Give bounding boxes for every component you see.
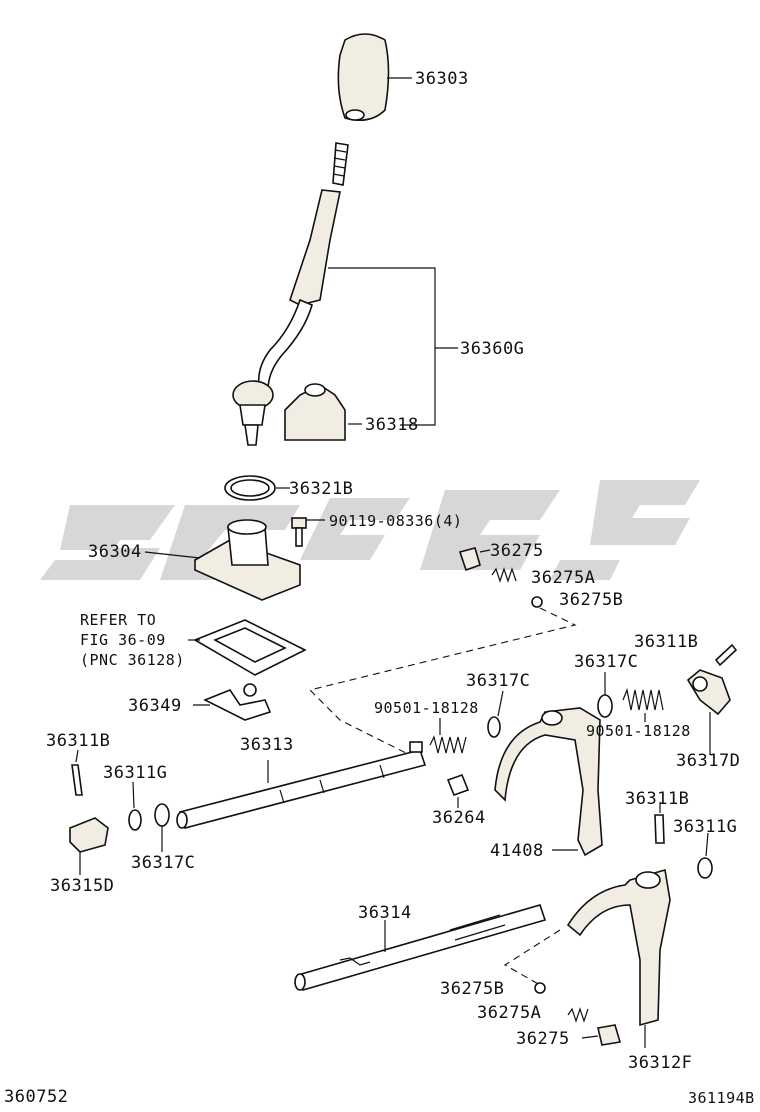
figure-code-left: 360752	[4, 1087, 68, 1107]
label-spring-top: 36275A	[531, 568, 595, 588]
bracket	[193, 683, 272, 721]
label-pin-left: 36311B	[46, 731, 110, 751]
label-head-right-upper: 36317C	[574, 652, 638, 672]
shift-knob	[337, 33, 412, 121]
guide-line-upper	[308, 607, 577, 761]
bolt	[291, 517, 325, 547]
shift-lever	[232, 142, 458, 446]
ball-bottom	[534, 982, 546, 994]
label-ball-top: 36275B	[559, 590, 623, 610]
label-shaft-lower: 36314	[358, 903, 412, 923]
label-interlock-pin: 36264	[432, 808, 486, 828]
shift-head-lower	[69, 817, 109, 875]
head-ring-right	[597, 672, 613, 718]
shift-fork-upper	[494, 707, 603, 857]
gasket	[188, 619, 307, 676]
figure-code-right: 361194B	[688, 1089, 755, 1107]
note-line-1: REFER TO	[80, 611, 156, 629]
label-pin-right-lower: 36311B	[625, 789, 689, 809]
note-line-2: FIG 36-09	[80, 631, 166, 649]
label-spring-left: 90501-18128	[374, 699, 479, 717]
note-line-3: (PNC 36128)	[80, 651, 185, 669]
guide-line-lower	[503, 929, 561, 986]
shift-boot	[284, 383, 362, 441]
head-ring-lower	[154, 803, 170, 852]
pin-right-lower	[654, 802, 665, 844]
watermark-logo	[40, 480, 700, 580]
label-snap-ring: 36321B	[289, 479, 353, 499]
label-plug-bottom: 36275	[516, 1029, 570, 1049]
label-lever-assy: 36360G	[460, 339, 524, 359]
shift-shaft-upper	[176, 741, 427, 829]
label-shaft-upper: 36313	[240, 735, 294, 755]
plug-bottom	[581, 1024, 622, 1046]
shift-shaft-lower	[294, 904, 547, 991]
label-fork-lower: 36312F	[628, 1053, 692, 1073]
label-ring-right: 36311G	[673, 817, 737, 837]
label-spring-right: 90501-18128	[586, 722, 691, 740]
snap-ring	[224, 475, 290, 501]
label-bracket: 36349	[128, 696, 182, 716]
label-knob: 36303	[415, 69, 469, 89]
spring-bottom	[567, 1007, 589, 1023]
shift-fork-lower	[566, 868, 671, 1048]
shift-head-right	[686, 669, 731, 755]
spring-top	[491, 567, 517, 583]
label-head-right: 36317D	[676, 751, 740, 771]
pin-right-top	[714, 643, 738, 667]
head-ring-upper-left	[487, 690, 504, 738]
label-fork-upper: 41408	[490, 841, 544, 861]
plug-top	[458, 547, 491, 572]
interlock-pin	[446, 773, 470, 808]
label-retainer: 36304	[88, 542, 142, 562]
label-boot: 36318	[365, 415, 419, 435]
label-head-lower-c: 36317C	[131, 853, 195, 873]
label-head-left-upper: 36317C	[466, 671, 530, 691]
pin-left	[71, 749, 83, 796]
label-plug-top: 36275	[490, 541, 544, 561]
label-spring-bottom: 36275A	[477, 1003, 541, 1023]
label-pin-right: 36311B	[634, 632, 698, 652]
label-head-lower: 36315D	[50, 876, 114, 896]
spring-left	[429, 718, 467, 754]
shift-retainer	[144, 519, 301, 601]
ring-left	[128, 781, 142, 831]
label-ring-left: 36311G	[103, 763, 167, 783]
spring-right	[622, 687, 664, 722]
label-bolt: 90119-08336(4)	[329, 512, 462, 530]
ball-top	[531, 596, 543, 608]
label-ball-bottom: 36275B	[440, 979, 504, 999]
ring-right	[697, 832, 713, 879]
